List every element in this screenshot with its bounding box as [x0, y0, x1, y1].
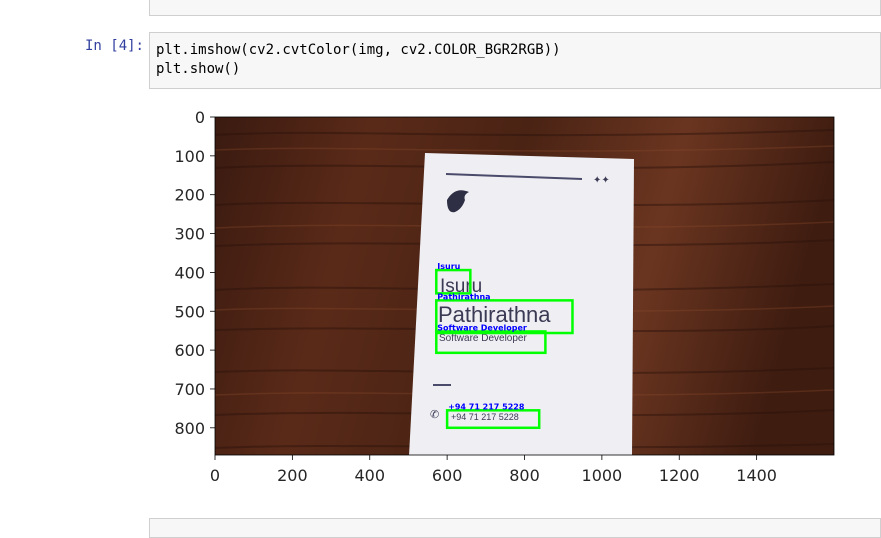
detection-label: Isuru: [437, 262, 460, 271]
y-tick-label: 500: [174, 302, 205, 321]
card-top-rule: [445, 173, 583, 180]
detection-label: +94 71 217 5228: [448, 402, 525, 411]
code-line: plt.imshow(cv2.cvtColor(img, cv2.COLOR_B…: [156, 42, 561, 58]
card-name-first: Isuru: [440, 276, 482, 297]
image-area: ✦✦ ✆ Isuru Pathirathna Software Develope…: [215, 117, 834, 455]
next-cell[interactable]: [149, 518, 881, 538]
phone-icon: ✆: [430, 409, 439, 421]
x-tick-label: 600: [432, 466, 463, 485]
y-axis: 0 100 200 300 400 500 600 700 800: [174, 108, 215, 438]
card-logo: [447, 190, 469, 213]
detection-label: Software Developer: [437, 323, 527, 332]
card-stars: ✦✦: [593, 175, 610, 186]
code-line: plt.show(): [156, 61, 241, 77]
y-tick-label: 300: [174, 225, 205, 244]
card-name-last: Pathirathna: [438, 302, 551, 327]
y-tick-label: 100: [174, 147, 205, 166]
x-tick-label: 1400: [736, 466, 777, 485]
x-tick-label: 0: [210, 466, 220, 485]
y-tick-label: 200: [174, 186, 205, 205]
detection-box: [435, 268, 472, 295]
x-axis: 0 200 400 600 800 1000 1200 1400: [210, 455, 777, 485]
business-card: [409, 153, 634, 455]
cell-prompt: In [4]:: [84, 38, 144, 54]
card-title: Software Developer: [439, 333, 527, 344]
detection-box: [435, 330, 547, 355]
y-tick-label: 700: [174, 380, 205, 399]
x-tick-label: 1200: [659, 466, 700, 485]
x-tick-label: 200: [277, 466, 308, 485]
x-tick-label: 400: [354, 466, 385, 485]
card-phone: +94 71 217 5228: [451, 412, 519, 422]
detection-label: Pathirathna: [437, 292, 490, 301]
detection-box: [445, 409, 541, 430]
x-tick-label: 800: [509, 466, 540, 485]
detection-box: [435, 299, 574, 335]
y-tick-label: 600: [174, 341, 205, 360]
y-tick-label: 400: [174, 263, 205, 282]
x-tick-label: 1000: [582, 466, 623, 485]
code-cell[interactable]: plt.imshow(cv2.cvtColor(img, cv2.COLOR_B…: [149, 32, 881, 89]
y-tick-label: 0: [195, 108, 205, 127]
y-tick-label: 800: [174, 419, 205, 438]
